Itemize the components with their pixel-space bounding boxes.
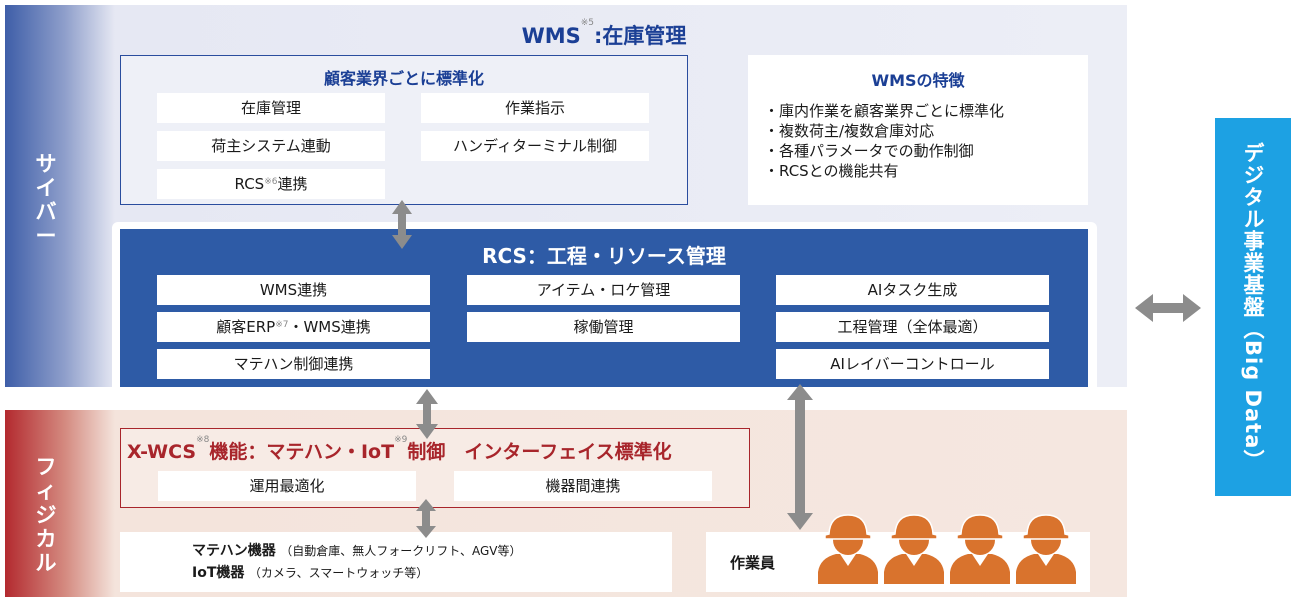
xwcs-title-part1: X-WCS [127, 441, 197, 463]
arrow-digital-link [1135, 294, 1201, 322]
wms-title: WMS※5:在庫管理 [120, 18, 1088, 50]
xwcs-title: X-WCS※8機能：マテハン・IoT※9制御 インターフェイス標準化 [127, 435, 672, 464]
xwcs-group: X-WCS※8機能：マテハン・IoT※9制御 インターフェイス標準化 運用最適化… [120, 428, 750, 508]
rcs-cell-erp-link: 顧客ERP※7・WMS連携 [157, 312, 430, 342]
workers-label: 作業員 [730, 554, 776, 572]
arrow-rcs-workers [787, 384, 813, 530]
equipment-panel: マテハン機器 （自動倉庫、無人フォークリフト、AGV等） IoT機器 （カメラ、… [120, 532, 672, 592]
rcs-title: RCS：工程・リソース管理 [482, 244, 726, 268]
wms-cell-work-instruction: 作業指示 [421, 93, 649, 123]
rcs-cell-wms-link: WMS連携 [157, 275, 430, 305]
wms-rcs-link-prefix: RCS [234, 175, 265, 193]
rcs-erp-prefix: 顧客ERP [216, 318, 276, 336]
wms-title-main: WMS [521, 24, 581, 48]
wms-title-note: ※5 [580, 18, 595, 28]
feature-item: RCSとの機能共有 [764, 161, 1084, 181]
wms-cell-inventory: 在庫管理 [157, 93, 385, 123]
feature-item: 複数荷主/複数倉庫対応 [764, 121, 1084, 141]
arrow-xwcs-equipment [416, 499, 436, 538]
rcs-cell-operation: 稼働管理 [467, 312, 740, 342]
digital-platform-panel: デジタル事業基盤（Big Data） [1215, 118, 1291, 496]
rcs-cell-material-handling: マテハン制御連携 [157, 349, 430, 379]
cyber-label: サイバー [35, 152, 57, 248]
xwcs-title-note1: ※8 [196, 435, 210, 445]
equipment-iot-detail: （カメラ、スマートウォッチ等） [248, 566, 429, 580]
wms-features-panel: WMSの特徴 庫内作業を顧客業界ごとに標準化 複数荷主/複数倉庫対応 各種パラメ… [748, 55, 1088, 205]
xwcs-title-note2: ※9 [394, 435, 408, 445]
rcs-panel: RCS：工程・リソース管理 WMS連携 顧客ERP※7・WMS連携 マテハン制御… [120, 229, 1088, 387]
rcs-erp-suffix: ・WMS連携 [288, 318, 371, 336]
wms-rcs-link-note: ※6 [264, 177, 278, 187]
wms-features-title: WMSの特徴 [871, 71, 965, 90]
equipment-iot-label: IoT機器 [192, 565, 245, 581]
equipment-material-handling-detail: （自動倉庫、無人フォークリフト、AGV等） [280, 544, 522, 558]
xwcs-cell-optimization: 運用最適化 [158, 471, 416, 501]
equipment-text: マテハン機器 （自動倉庫、無人フォークリフト、AGV等） IoT機器 （カメラ、… [192, 540, 521, 584]
arrow-rcs-xwcs [416, 389, 438, 439]
rcs-cell-ai-labor: AIレイバーコントロール [776, 349, 1049, 379]
xwcs-title-part3: 制御 インターフェイス標準化 [407, 441, 672, 463]
rcs-erp-note: ※7 [275, 320, 289, 330]
xwcs-cell-device-link: 機器間連携 [454, 471, 712, 501]
wms-title-rest: :在庫管理 [594, 24, 687, 48]
rcs-cell-ai-task: AIタスク生成 [776, 275, 1049, 305]
equipment-line-iot: IoT機器 （カメラ、スマートウォッチ等） [192, 562, 521, 584]
equipment-material-handling-label: マテハン機器 [192, 543, 276, 559]
wms-standardization-group: 顧客業界ごとに標準化 在庫管理 作業指示 荷主システム連動 ハンディターミナル制… [120, 55, 688, 205]
wms-cell-handy-terminal: ハンディターミナル制御 [421, 131, 649, 161]
arrow-wms-rcs [392, 200, 412, 249]
feature-item: 各種パラメータでの動作制御 [764, 141, 1084, 161]
wms-cell-rcs-link: RCS※6連携 [157, 169, 385, 199]
rcs-cell-process-management: 工程管理（全体最適） [776, 312, 1049, 342]
feature-item: 庫内作業を顧客業界ごとに標準化 [764, 101, 1084, 121]
equipment-line-material-handling: マテハン機器 （自動倉庫、無人フォークリフト、AGV等） [192, 540, 521, 562]
wms-features-list: 庫内作業を顧客業界ごとに標準化 複数荷主/複数倉庫対応 各種パラメータでの動作制… [764, 101, 1084, 181]
physical-label: フィジカル [35, 455, 57, 575]
wms-cell-shipper-system: 荷主システム連動 [157, 131, 385, 161]
wms-rcs-link-suffix: 連携 [277, 175, 308, 193]
wms-group-title: 顧客業界ごとに標準化 [323, 69, 484, 88]
xwcs-title-part2: 機能：マテハン・IoT [209, 441, 395, 463]
rcs-cell-item-location: アイテム・ロケ管理 [467, 275, 740, 305]
